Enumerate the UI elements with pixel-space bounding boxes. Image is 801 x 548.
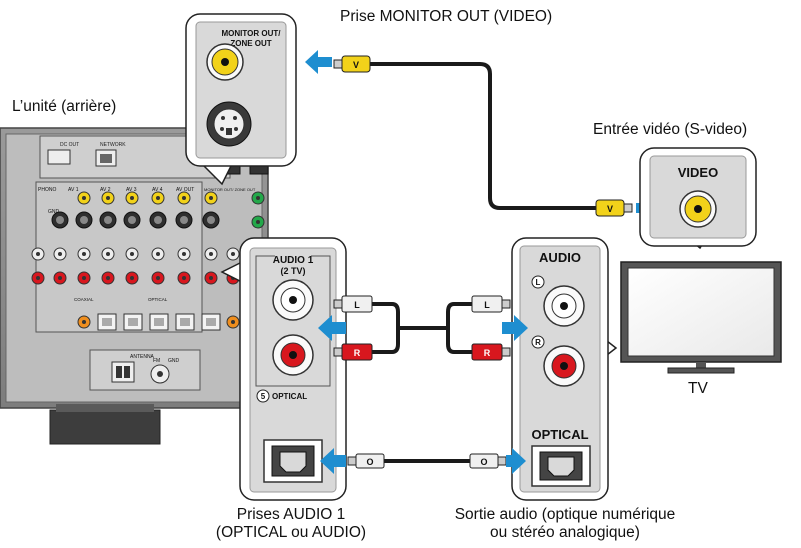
zone-out-title: ZONE OUT xyxy=(230,39,271,48)
optical-small-label: OPTICAL xyxy=(148,297,168,302)
optical-plug-label: O xyxy=(366,457,373,467)
av-out-label: AV OUT xyxy=(176,187,194,193)
arrow-left-icon xyxy=(305,50,332,74)
receiver-rear-panel: DC OUT NETWORK PHONO AV 1 AV 2 AV 3 AV 4… xyxy=(0,127,269,445)
audio-right-jacks xyxy=(31,271,240,285)
audio1-jacks-label-line2: (OPTICAL ou AUDIO) xyxy=(215,524,367,541)
antenna-label: ANTENNA xyxy=(130,354,155,360)
receiver-foot xyxy=(49,409,161,445)
network-label: NETWORK xyxy=(100,142,126,148)
av3-label: AV 3 xyxy=(126,187,137,193)
tv-set xyxy=(620,261,782,374)
tv-video-title: VIDEO xyxy=(678,165,718,180)
monitor-out-title: MONITOR OUT/ xyxy=(222,29,282,38)
monitor-out-panel: MONITOR OUT/ ZONE OUT xyxy=(185,13,297,186)
audio1-panel: AUDIO 1 (2 TV) 5 OPTICAL xyxy=(220,237,347,501)
video-input-label: Entrée vidéo (S-video) xyxy=(593,121,748,138)
usb-port xyxy=(47,149,71,165)
tv-label: TV xyxy=(688,380,708,397)
tv-audio-panel: AUDIO L R OPTICAL xyxy=(511,237,618,501)
right-mark xyxy=(531,335,545,349)
antenna-block: ANTENNA FM GND xyxy=(89,349,201,391)
right-plug-label: R xyxy=(484,348,491,358)
audio1-subtitle: (2 TV) xyxy=(280,266,305,276)
audio-left-jacks xyxy=(31,247,240,261)
optical-cable: O O xyxy=(320,448,526,474)
audio-output-label-line1: Sortie audio (optique numérique xyxy=(454,506,676,523)
tv-audio-title: AUDIO xyxy=(539,250,581,265)
tv-screen xyxy=(627,267,775,357)
left-plug-label: L xyxy=(354,300,360,310)
audio1-title: AUDIO 1 xyxy=(273,255,314,266)
audio1-jacks-label: Prises AUDIO 1 (OPTICAL ou AUDIO) xyxy=(186,506,396,542)
arrow-left-icon xyxy=(320,448,346,474)
left-plug-label: L xyxy=(484,300,490,310)
video-plug-label: V xyxy=(353,60,359,70)
tv-stand xyxy=(667,367,735,374)
right-plug-label: R xyxy=(354,348,361,358)
unit-rear-label: L’unité (arrière) xyxy=(12,98,117,115)
audio-output-label-line2: ou stéréo analogique) xyxy=(490,524,640,541)
digital-audio-jacks xyxy=(77,313,240,331)
right-mark-label: R xyxy=(535,338,541,347)
optical-plug-label: O xyxy=(480,457,487,467)
left-mark xyxy=(531,275,545,289)
video-plug-label: V xyxy=(607,204,613,214)
left-mark-label: L xyxy=(536,278,541,287)
composite-video-jacks xyxy=(77,191,218,205)
av4-label: AV 4 xyxy=(152,187,163,193)
arrow-left-icon xyxy=(318,315,346,341)
av2-label: AV 2 xyxy=(100,187,111,193)
optical-number-badge xyxy=(256,389,270,403)
audio-output-label: Sortie audio (optique numérique ou stéré… xyxy=(430,506,700,542)
audio1-jacks-label-line1: Prises AUDIO 1 xyxy=(236,506,346,523)
fm-label: FM xyxy=(153,358,160,364)
coaxial-label: COAXIAL xyxy=(74,297,94,302)
tv-optical-title: OPTICAL xyxy=(531,427,588,442)
arrow-right-icon xyxy=(502,315,528,341)
gnd2-label: GND xyxy=(168,358,180,364)
arrow-right-icon xyxy=(506,448,526,474)
optical-number: 5 xyxy=(261,392,266,401)
audio1-optical-label: OPTICAL xyxy=(272,392,307,401)
av1-label: AV 1 xyxy=(68,187,79,193)
monitor-out-jack-label: Prise MONITOR OUT (VIDEO) xyxy=(340,8,553,25)
s-video-jacks xyxy=(51,211,220,229)
gnd-label: GND xyxy=(48,209,60,215)
phono-label: PHONO xyxy=(38,187,56,193)
monitor-out-small-label: MONITOR OUT/ ZONE OUT xyxy=(204,187,256,192)
analog-audio-cable: L R L R xyxy=(318,295,528,361)
dc-out-label: DC OUT xyxy=(60,142,79,148)
component-video-jacks xyxy=(251,191,265,229)
tv-video-panel: VIDEO xyxy=(639,147,757,250)
